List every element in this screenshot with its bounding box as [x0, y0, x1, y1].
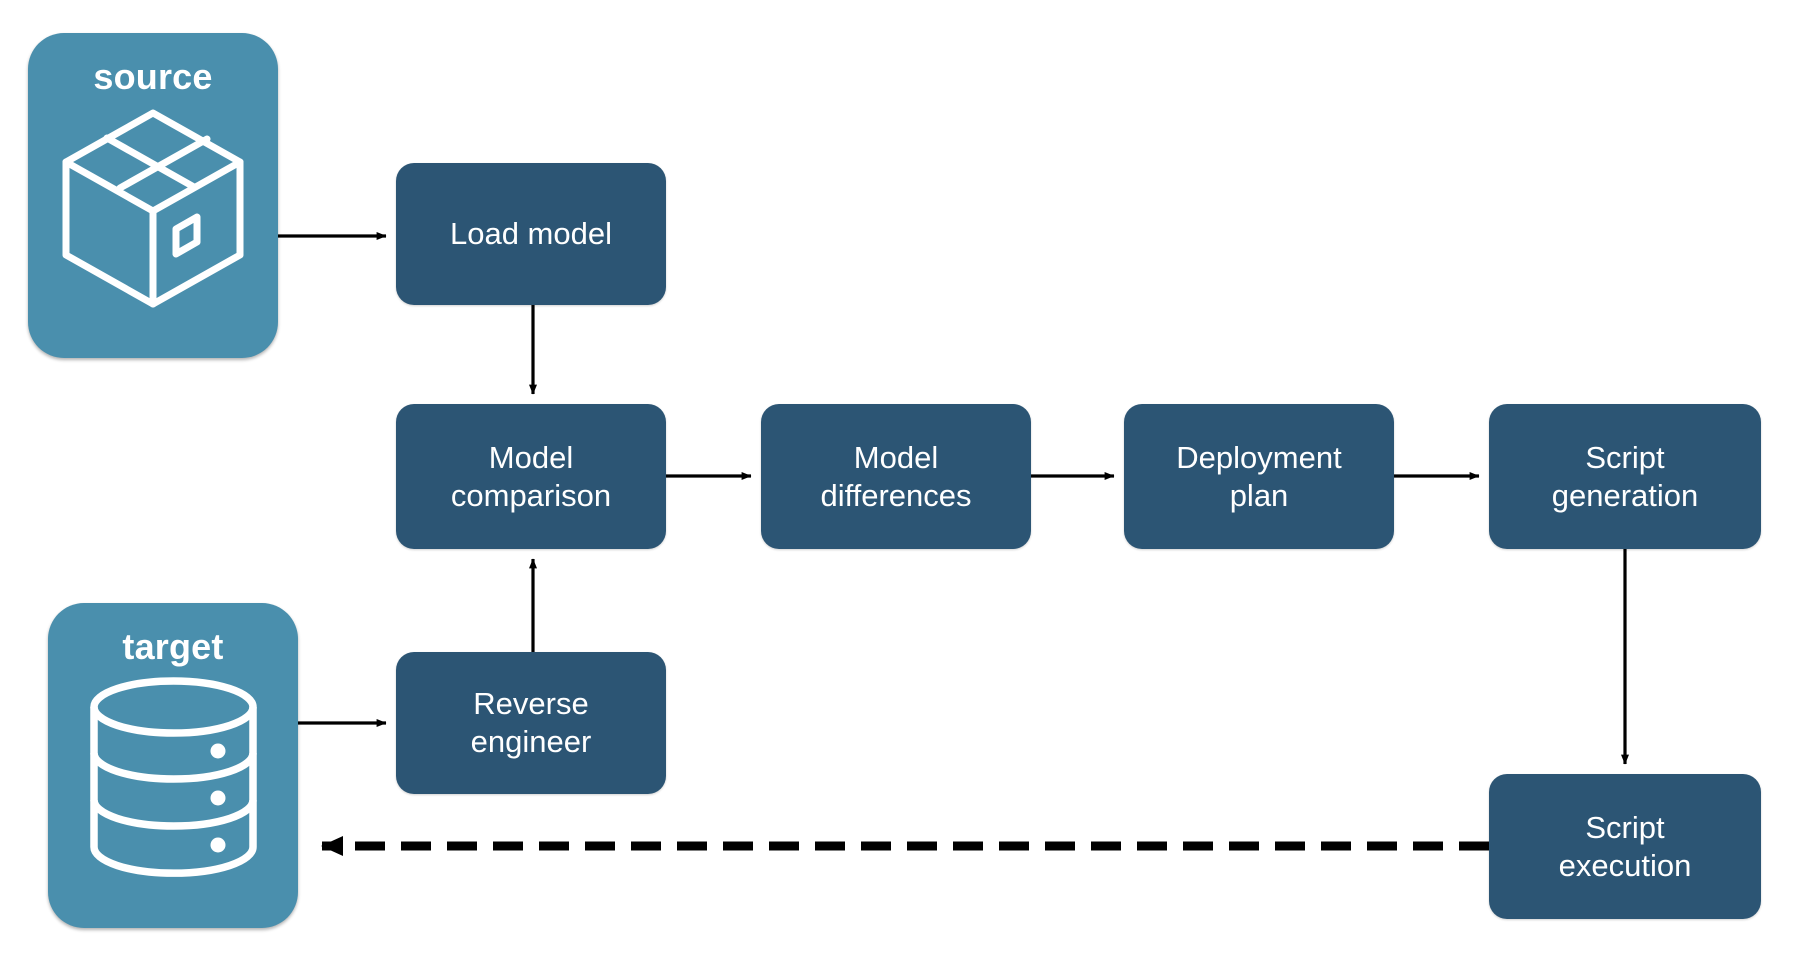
database-cylinder-icon — [89, 677, 257, 877]
process-box-deployment-plan[interactable]: Deployment plan — [1124, 404, 1394, 549]
endpoint-label-target: target — [122, 626, 224, 667]
process-box-model-differences[interactable]: Model differences — [761, 404, 1031, 549]
process-box-script-generation[interactable]: Script generation — [1489, 404, 1761, 549]
endpoint-panel-source[interactable]: source — [28, 33, 278, 358]
process-box-label: Script generation — [1551, 439, 1699, 513]
endpoint-panel-target[interactable]: target — [48, 603, 298, 928]
process-box-load-model[interactable]: Load model — [396, 163, 666, 305]
package-box-icon — [62, 109, 244, 308]
process-box-label: Reverse engineer — [470, 686, 592, 759]
process-box-script-execution[interactable]: Script execution — [1489, 774, 1761, 919]
process-box-label: Deployment plan — [1176, 439, 1342, 513]
process-box-label: Model comparison — [450, 439, 612, 513]
endpoint-label-source: source — [93, 56, 213, 97]
process-box-reverse-engineer[interactable]: Reverse engineer — [396, 652, 666, 794]
process-box-model-comparison[interactable]: Model comparison — [396, 404, 666, 549]
process-box-label: Model differences — [820, 439, 972, 513]
process-box-label: Load model — [449, 216, 612, 252]
process-box-label: Script execution — [1558, 809, 1692, 883]
